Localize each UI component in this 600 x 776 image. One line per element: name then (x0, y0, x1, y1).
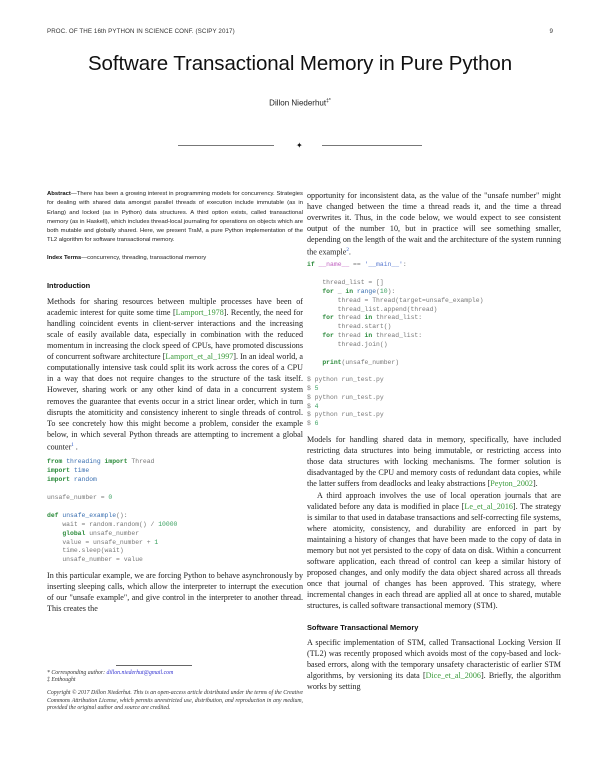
abstract-label: Abstract (47, 191, 71, 197)
citation-link[interactable]: Dice_et_al_2006 (425, 671, 481, 681)
citation-link[interactable]: Le_et_al_2016 (464, 501, 513, 511)
intro-paragraph-1: Methods for sharing resources between mu… (47, 296, 303, 452)
page-number: 9 (549, 28, 553, 35)
intro-paragraph-3: Models for handling shared data in memor… (307, 435, 561, 489)
section-heading-introduction: Introduction (47, 281, 91, 291)
email-link[interactable]: dillon.niederhut@gmail.com (106, 670, 174, 676)
intro-paragraph-4: A third approach involves the use of loc… (307, 490, 561, 610)
right-column: opportunity for inconsistent data, as th… (307, 190, 561, 692)
citation-link[interactable]: Lamport_1978 (175, 308, 224, 318)
diamond-ornament-icon: ✦ (296, 141, 303, 150)
title-divider: ✦ (178, 141, 422, 151)
intro-paragraph-2: In this particular example, we are forci… (47, 571, 303, 614)
stm-paragraph-1: A specific implementation of STM, called… (307, 638, 561, 692)
footnote-rule (116, 665, 192, 666)
code-block-example: from threading import Thread import time… (47, 458, 178, 564)
index-terms-text: —concurrency, threading, transactional m… (81, 254, 207, 261)
section-heading-stm: Software Transactional Memory (307, 623, 419, 633)
abstract: Abstract—There has been a growing intere… (47, 190, 303, 246)
divider-line-right (322, 145, 422, 147)
abstract-text: —There has been a growing interest in pr… (47, 191, 303, 244)
footnote-ref[interactable]: 2 (346, 248, 349, 254)
divider-line-left (178, 145, 274, 147)
running-head-text: PROC. OF THE 16th PYTHON IN SCIENCE CONF… (47, 28, 235, 35)
running-header: PROC. OF THE 16th PYTHON IN SCIENCE CONF… (47, 28, 553, 35)
text-run: . (73, 442, 78, 452)
footnote-ref[interactable]: 1 (71, 442, 74, 448)
left-column: Abstract—There has been a growing intere… (47, 190, 303, 614)
citation-link[interactable]: Peyton_2002 (490, 479, 533, 489)
author-marks: ‡* (326, 98, 331, 104)
copyright-notice: Copyright © 2017 Dillon Niederhut. This … (47, 690, 303, 711)
author-name: Dillon Niederhut (269, 98, 327, 108)
text-run: ]. In an ideal world, a computationally … (47, 352, 303, 452)
citation-link[interactable]: Lamport_et_al_1997 (165, 352, 234, 362)
affiliation-note: ‡ Enthought (47, 677, 76, 684)
footnotes: * Corresponding author: dillon.niederhut… (47, 670, 303, 712)
corresponding-author-note: * Corresponding author: dillon.niederhut… (47, 670, 174, 676)
paper-title: Software Transactional Memory in Pure Py… (87, 52, 513, 75)
text-run: ]. Recently, the need for handling coinc… (47, 308, 303, 362)
console-output: $ python run_test.py $ 5 $ python run_te… (307, 375, 384, 428)
text-run: Methods for sharing resources between mu… (47, 297, 303, 318)
index-terms-label: Index Terms (47, 254, 82, 261)
intro-paragraph-2-continued: opportunity for inconsistent data, as th… (307, 191, 561, 257)
index-terms: Index Terms—concurrency, threading, tran… (47, 254, 303, 263)
author-line: Dillon Niederhut‡* (0, 98, 600, 108)
code-block-main: if __name__ == '__main__': thread_list =… (307, 260, 484, 366)
